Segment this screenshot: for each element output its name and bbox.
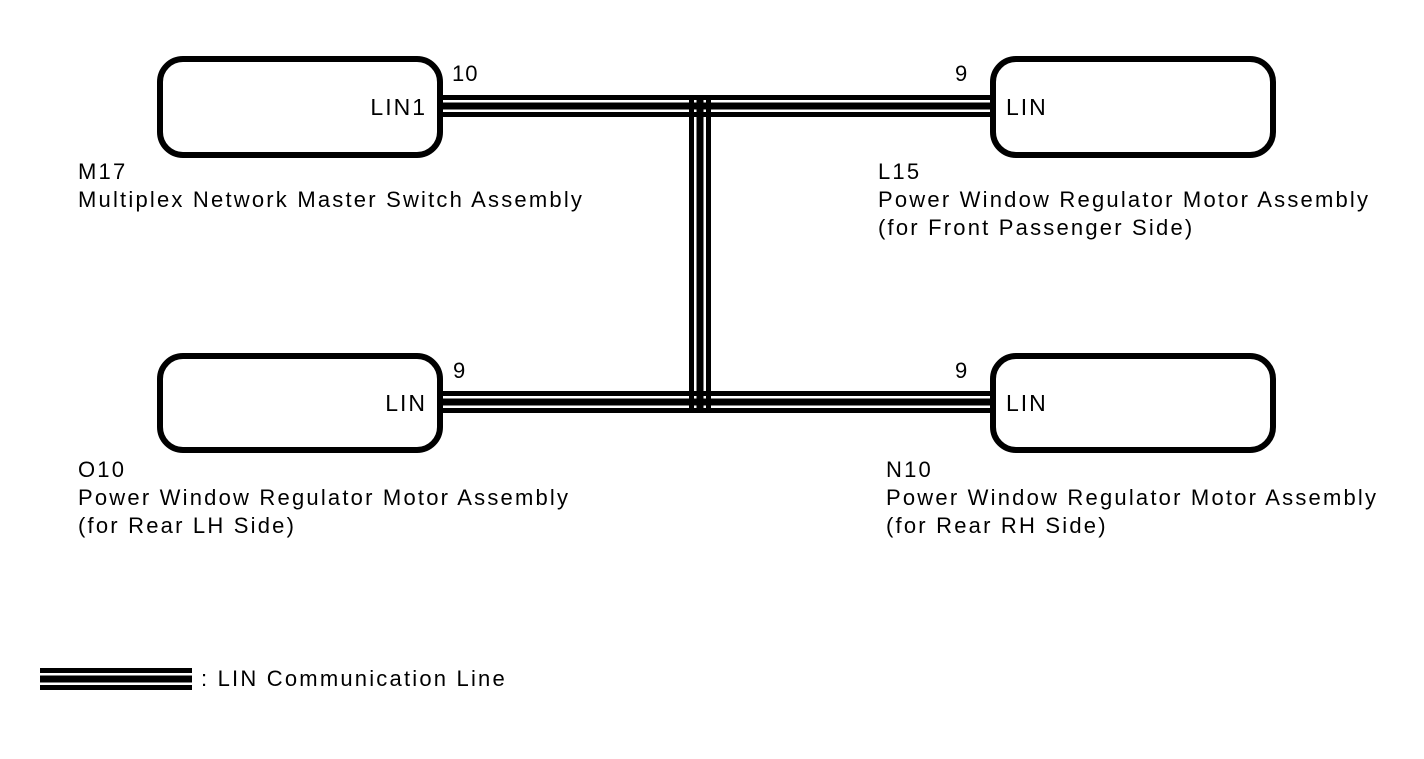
node-label-m17: M17 Multiplex Network Master Switch Asse… <box>78 158 584 214</box>
pin-number-o10: 9 <box>453 358 467 383</box>
node-label-n10: N10 Power Window Regulator Motor Assembl… <box>886 456 1378 540</box>
legend-label: : LIN Communication Line <box>201 666 507 691</box>
port-label-o10: LIN <box>385 389 427 416</box>
node-box-m17: LIN1 <box>157 56 443 158</box>
node-label-l15: L15 Power Window Regulator Motor Assembl… <box>878 158 1370 242</box>
node-code-l15: L15 <box>878 159 922 184</box>
legend: : LIN Communication Line <box>40 666 507 692</box>
node-sub-n10: (for Rear RH Side) <box>886 513 1108 538</box>
node-box-o10: LIN <box>157 353 443 453</box>
pin-number-l15: 9 <box>955 61 969 86</box>
node-code-m17: M17 <box>78 159 128 184</box>
lin-bus-line-top <box>443 95 990 117</box>
node-code-n10: N10 <box>886 457 933 482</box>
pin-number-n10: 9 <box>955 358 969 383</box>
lin-bus-trunk <box>689 95 711 413</box>
lin-line-swatch-icon <box>40 668 192 690</box>
node-box-l15: LIN <box>990 56 1276 158</box>
node-sub-o10: (for Rear LH Side) <box>78 513 297 538</box>
port-label-m17: LIN1 <box>370 93 427 120</box>
port-label-n10: LIN <box>1006 389 1048 416</box>
node-name-o10: Power Window Regulator Motor Assembly <box>78 485 571 510</box>
node-name-l15: Power Window Regulator Motor Assembly <box>878 187 1371 212</box>
node-box-n10: LIN <box>990 353 1276 453</box>
pin-number-m17: 10 <box>452 61 479 86</box>
node-code-o10: O10 <box>78 457 127 482</box>
port-label-l15: LIN <box>1006 93 1048 120</box>
node-label-o10: O10 Power Window Regulator Motor Assembl… <box>78 456 570 540</box>
node-name-n10: Power Window Regulator Motor Assembly <box>886 485 1379 510</box>
node-name-m17: Multiplex Network Master Switch Assembly <box>78 187 585 212</box>
lin-bus-line-bottom <box>443 391 990 413</box>
node-sub-l15: (for Front Passenger Side) <box>878 215 1195 240</box>
